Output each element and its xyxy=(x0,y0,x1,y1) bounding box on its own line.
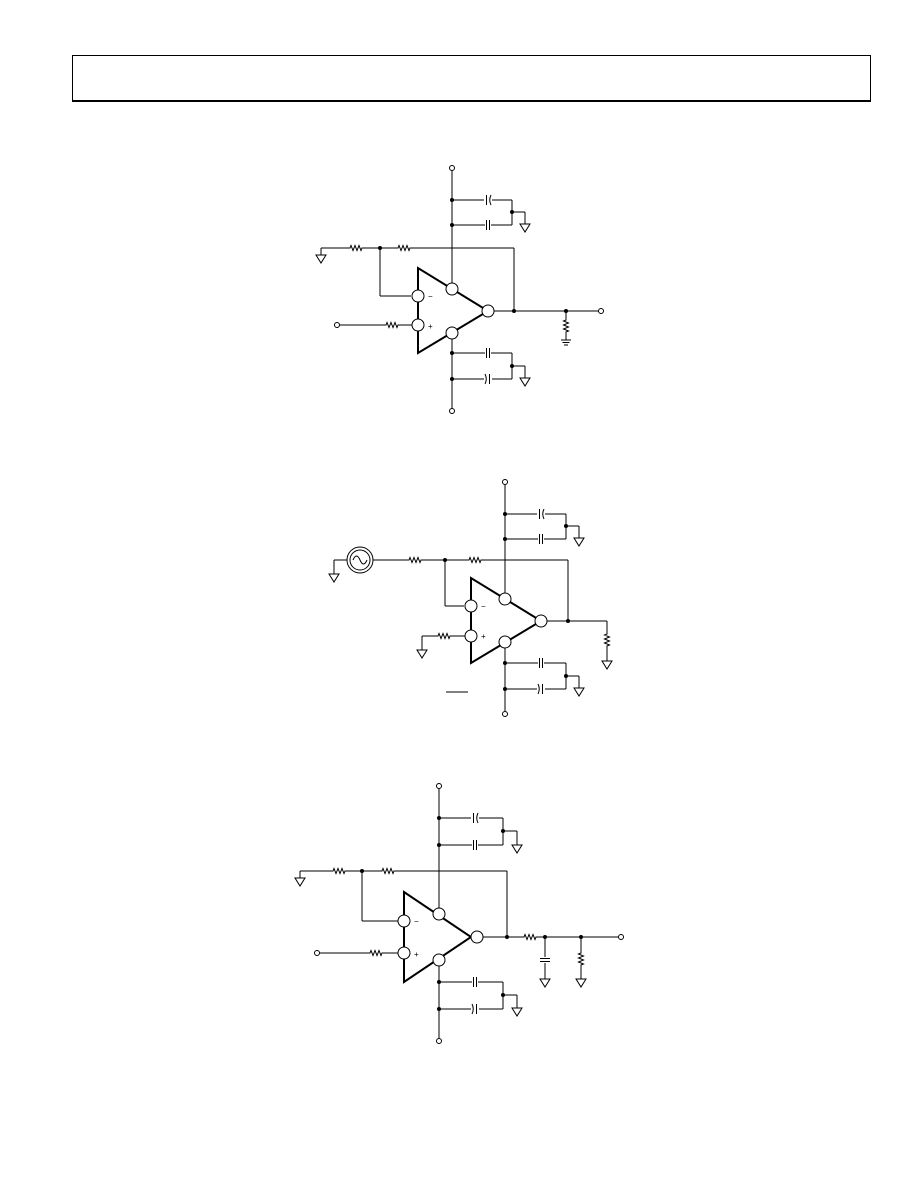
capacitor xyxy=(473,976,477,988)
resistor xyxy=(367,950,385,956)
figure-1-noninverting-label: + xyxy=(428,322,433,331)
supply-terminal xyxy=(450,409,455,414)
polarized-capacitor xyxy=(471,1003,477,1015)
noninverting-input-pin xyxy=(398,947,410,959)
output-pin xyxy=(482,305,494,317)
capacitor xyxy=(539,533,543,545)
resistor xyxy=(435,633,453,639)
ground-icon xyxy=(511,1007,523,1017)
output-pin xyxy=(535,615,547,627)
sine-wave-icon xyxy=(353,556,367,564)
capacitor xyxy=(539,657,543,669)
ground-icon xyxy=(315,254,327,264)
ground-icon xyxy=(519,377,531,387)
negative-supply-pin xyxy=(499,636,511,648)
figure-2-circuit xyxy=(328,480,613,717)
figure-2-noninverting-label: + xyxy=(481,632,486,641)
inverting-input-pin xyxy=(465,600,477,612)
load-resistor xyxy=(604,631,610,649)
resistor xyxy=(347,245,365,251)
input-terminal xyxy=(335,323,340,328)
output-terminal xyxy=(619,935,624,940)
supply-terminal xyxy=(450,166,455,171)
ground-icon xyxy=(416,649,428,659)
output-terminal xyxy=(599,309,604,314)
positive-supply-pin xyxy=(433,908,445,920)
ground-icon xyxy=(519,223,531,233)
positive-supply-pin xyxy=(446,283,458,295)
output-pin xyxy=(471,931,483,943)
figure-3-inverting-label: − xyxy=(414,917,419,926)
figure-3-noninverting-label: + xyxy=(414,950,419,959)
resistor xyxy=(330,868,348,874)
ground-icon xyxy=(575,978,587,988)
noninverting-input-pin xyxy=(412,319,424,331)
op-amp xyxy=(404,892,471,982)
inverting-input-pin xyxy=(412,290,424,302)
series-resistor xyxy=(521,934,539,940)
op-amp xyxy=(471,578,541,663)
inverting-input-pin xyxy=(398,915,410,927)
ground-icon xyxy=(573,687,585,697)
supply-terminal xyxy=(503,712,508,717)
ground-icon xyxy=(539,978,551,988)
polarized-capacitor xyxy=(473,812,479,824)
load-resistor xyxy=(578,950,584,968)
negative-supply-pin xyxy=(446,327,458,339)
resistor xyxy=(379,868,397,874)
figure-1-circuit xyxy=(315,166,604,414)
resistor xyxy=(406,557,424,563)
supply-terminal xyxy=(503,480,508,485)
ground-icon xyxy=(294,877,306,887)
supply-terminal xyxy=(437,1039,442,1044)
supply-terminal xyxy=(437,784,442,789)
polarized-capacitor xyxy=(486,194,492,206)
earth-ground-icon xyxy=(560,339,572,346)
resistor xyxy=(395,245,413,251)
load-resistor xyxy=(563,317,569,335)
noninverting-input-pin xyxy=(465,630,477,642)
capacitor xyxy=(486,219,490,231)
resistor xyxy=(466,557,484,563)
positive-supply-pin xyxy=(499,593,511,605)
ground-icon xyxy=(573,537,585,547)
ground-icon xyxy=(511,844,523,854)
input-terminal xyxy=(315,951,320,956)
capacitor xyxy=(486,347,490,359)
page-header-box xyxy=(72,55,871,102)
polarized-capacitor xyxy=(484,373,490,385)
resistor xyxy=(383,322,401,328)
ground-icon xyxy=(601,660,613,670)
ground-icon xyxy=(328,573,340,583)
figure-1-inverting-label: − xyxy=(428,292,433,301)
polarized-capacitor xyxy=(537,683,543,695)
op-amp xyxy=(418,268,488,353)
figure-3-circuit xyxy=(294,784,624,1044)
capacitor xyxy=(473,839,477,851)
negative-supply-pin xyxy=(433,954,445,966)
load-capacitor xyxy=(539,958,551,962)
figure-2-inverting-label: − xyxy=(481,602,486,611)
polarized-capacitor xyxy=(539,508,545,520)
